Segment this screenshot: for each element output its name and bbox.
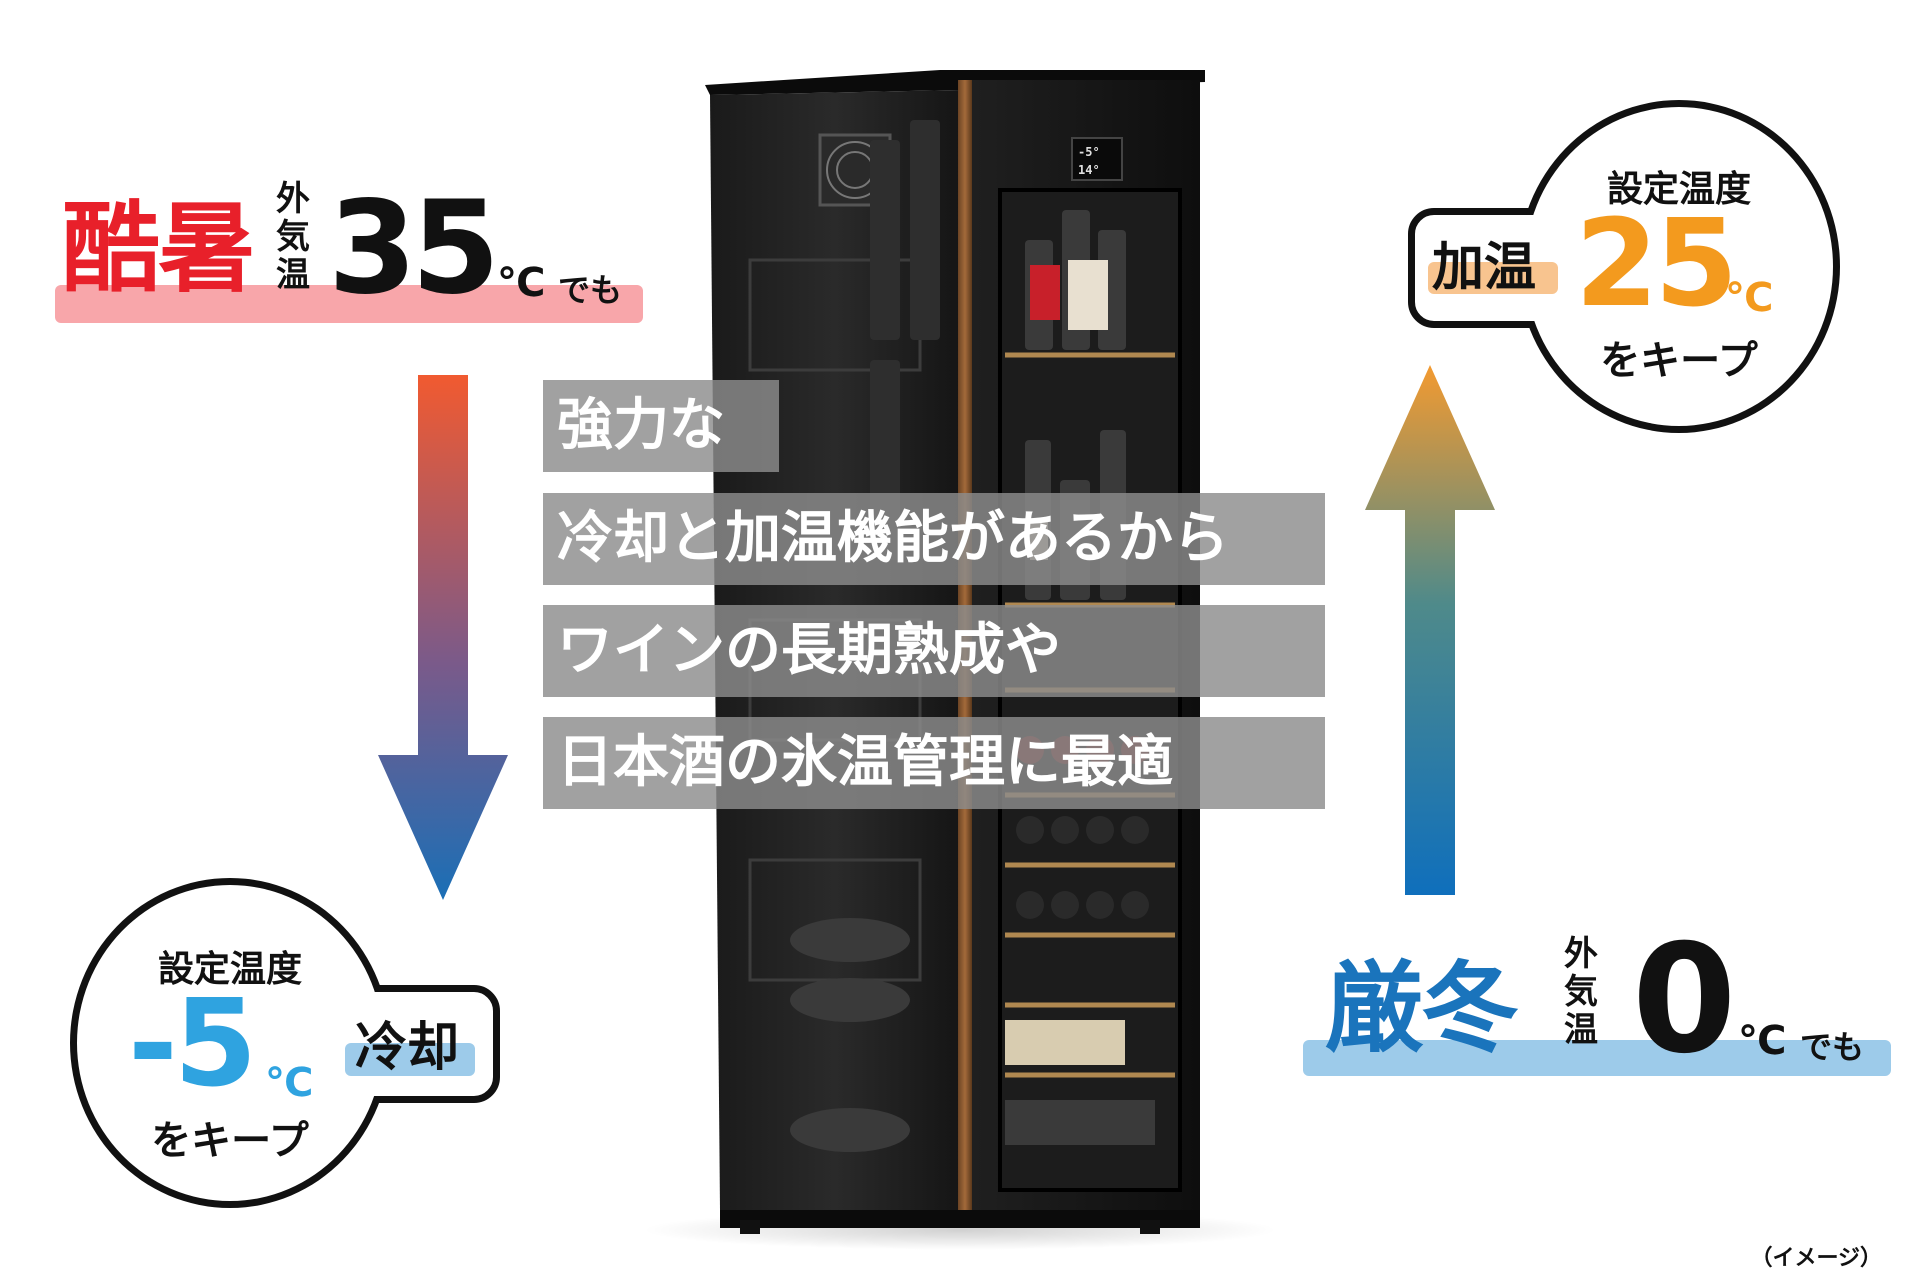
heating-keep-label: をキープ: [1600, 338, 1758, 384]
heat-temperature: 35: [328, 174, 500, 323]
image-footnote: （イメージ）: [1750, 1246, 1882, 1271]
heating-set-temp-title: 設定温度: [1606, 169, 1751, 210]
heating-tag-highlight: [1428, 262, 1558, 294]
cold-word: 厳冬: [1325, 952, 1519, 1066]
heat-word: 酷暑: [62, 192, 256, 306]
cold-highlight-band: [1303, 1040, 1891, 1076]
caption-line-2: 冷却と加温機能があるから: [543, 493, 1325, 585]
display-set-temp: -5°: [1078, 145, 1100, 159]
cold-unit: ℃: [1738, 1018, 1787, 1064]
cooling-mode-label: 冷却: [355, 1018, 460, 1078]
caption-line-4: 日本酒の氷温管理に最適: [543, 717, 1325, 809]
arrow-down-icon: [378, 375, 508, 900]
caption-line-1: 強力な: [543, 380, 779, 472]
cooling-set-temp-value: -5: [128, 975, 257, 1114]
cooling-set-temp-title: 設定温度: [157, 949, 302, 990]
cooling-set-temp-unit: ℃: [265, 1060, 314, 1106]
heat-unit: ℃: [497, 260, 546, 306]
cooling-keep-label: をキープ: [151, 1118, 309, 1164]
cold-temperature: 0: [1632, 913, 1737, 1087]
cold-outside-temp-label: 外 気 温: [1564, 934, 1598, 1050]
arrow-up-icon: [1365, 365, 1495, 895]
heating-mode-label: 加温: [1432, 238, 1537, 298]
display-actual-temp: 14°: [1078, 163, 1100, 177]
heat-suffix: でも: [558, 271, 623, 309]
heating-set-temp-value: 25: [1575, 195, 1738, 334]
heating-set-temp-unit: ℃: [1725, 275, 1774, 321]
caption-line-3: ワインの長期熟成や: [543, 605, 1325, 697]
heat-highlight-band: [55, 285, 643, 323]
cold-suffix: でも: [1800, 1028, 1865, 1066]
heat-outside-temp-label: 外 気 温: [276, 179, 310, 295]
cooling-tag-highlight: [345, 1043, 475, 1076]
